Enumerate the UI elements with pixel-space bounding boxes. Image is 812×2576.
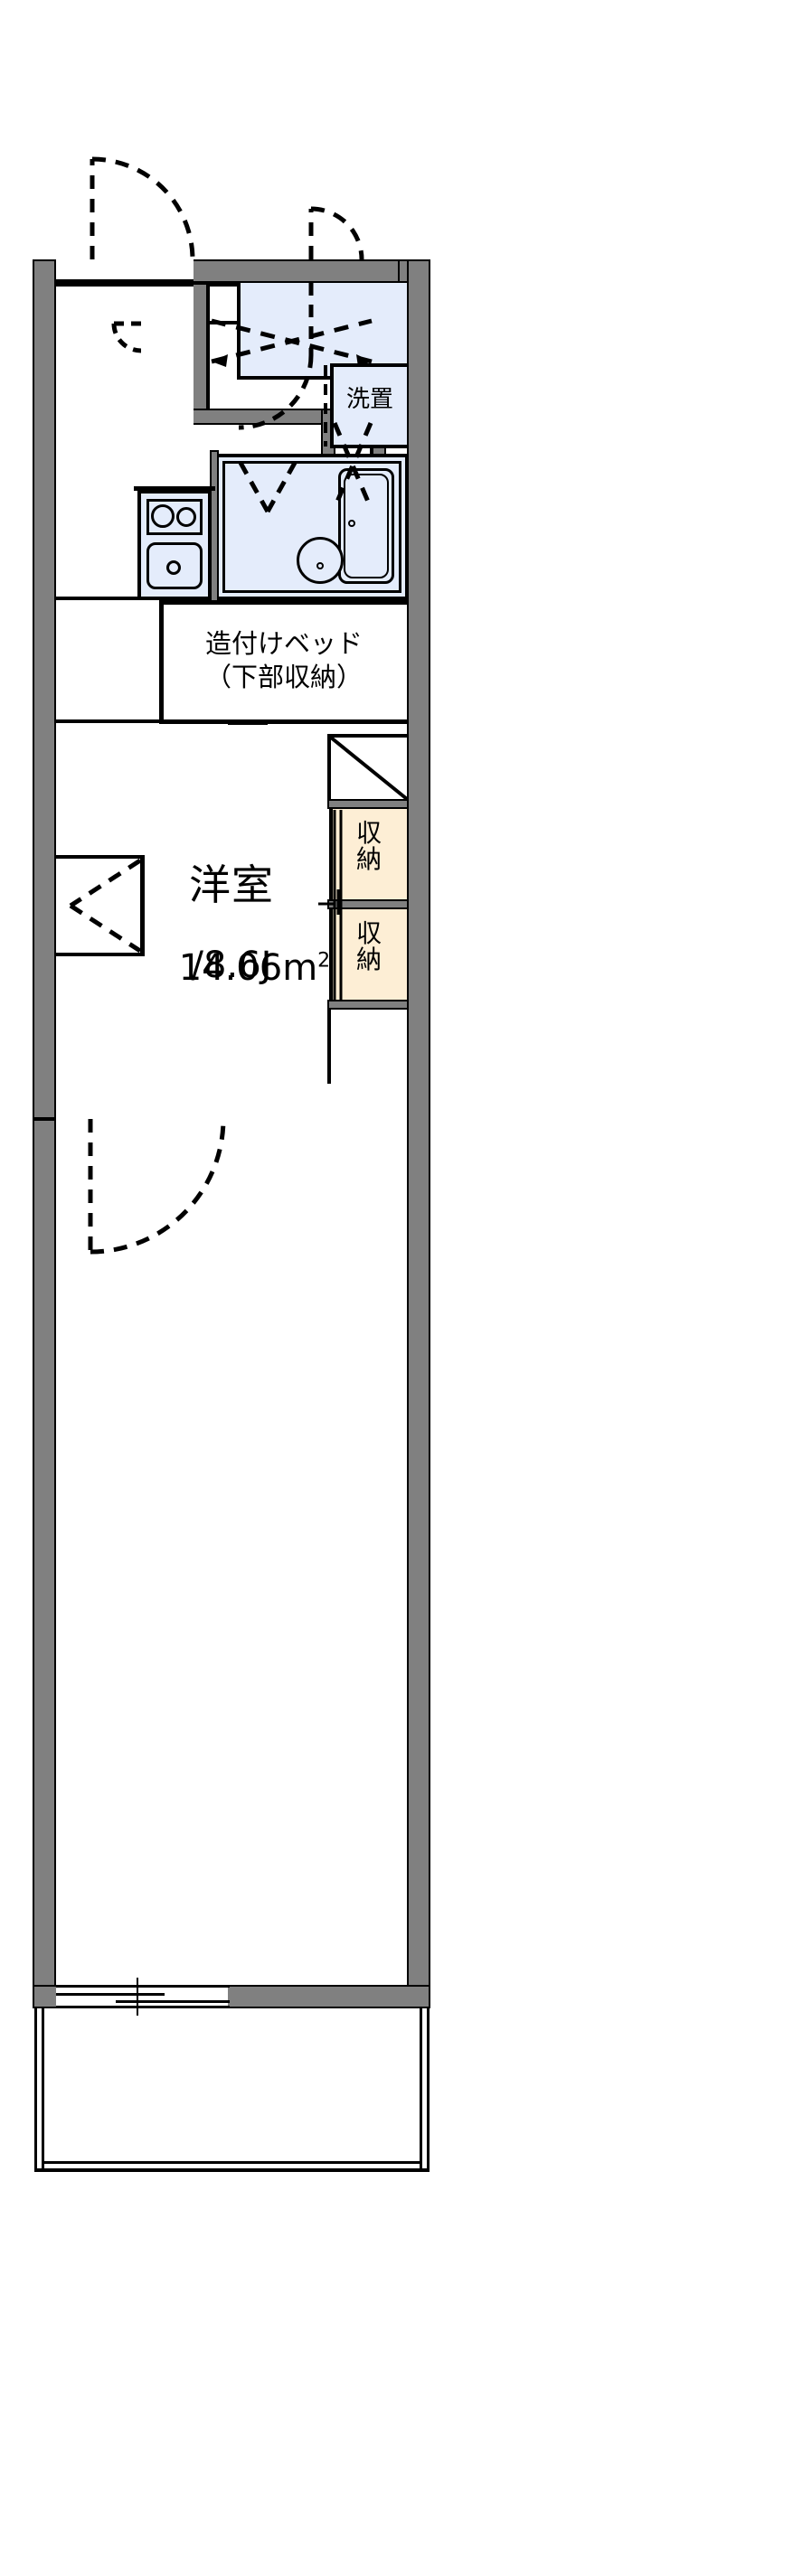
sliding-door-panel-a [56,1993,165,1996]
closet-upper-fill [331,809,407,901]
built-in-bed-label-line2: （下部収納） [204,662,363,692]
laundry-label: 洗置 [345,386,393,413]
genkan-partition-left [192,283,208,420]
exterior-wall-left [33,259,56,1119]
entrance-door-arc [91,156,195,260]
laundry-border-bottom [330,445,409,448]
side-window-bottom [54,953,145,956]
laundry-border-top [330,363,409,367]
main-room-area-jo: /8.6J [191,945,272,986]
side-window-recess [56,857,143,954]
closet-lower-border-left [329,907,333,1003]
entry-alcove-edge [56,279,194,283]
closet-top-border-left [327,734,331,804]
bed-alcove-stub [228,719,268,725]
balcony-front-rail-inner [42,2161,422,2164]
balcony-right-rail-outer [427,2008,430,2171]
laundry-border-left [330,365,334,448]
built-in-bed-border-top [159,600,409,605]
built-in-bed-border-bottom [159,719,409,724]
toilet-door-arc [310,206,364,260]
genkan-partition-bottom [192,409,334,425]
closet-upper-label-char1: 収納 [355,818,382,874]
stove-burner-small [176,507,196,527]
kitchen-sink-drain [166,560,181,575]
bathtub-drain [348,520,355,527]
main-room-area-value: 14.06m [178,946,318,989]
built-in-bed-border-left [159,600,164,723]
sliding-door-frame-bottom [56,2006,230,2008]
built-in-bed-label-line1: 造付けベッド [204,628,363,659]
hallway-edge-top [56,283,194,287]
balcony-sliding-door[interactable] [56,1985,228,2008]
closet-upper-label: 収納 [336,818,401,874]
closet-upper-border-left [329,807,333,903]
toilet-room-border-left [237,283,241,380]
closet-divider-top [327,799,409,809]
closet-top-open-area [329,736,407,801]
closet-lower-label: 収納 [336,918,401,974]
sliding-door-frame-top [56,1985,230,1988]
balcony-left-rail-outer [34,2008,37,2171]
built-in-bed-area [159,602,407,723]
kitchen-counter-outline [137,490,212,600]
sliding-door-center-mark [137,1978,138,2016]
closet-lower-fill [331,909,407,1001]
toilet-room-border-bottom [237,376,409,380]
closet-lower-label-char1: 収納 [355,918,382,974]
main-room-area: 14.06m2 [127,907,336,1029]
side-window-right [140,855,145,956]
exterior-wall-left-lower [33,1119,56,2008]
exterior-wall-right [407,259,430,2008]
sliding-door-panel-b [116,2000,230,2003]
kitchen-left-stub [56,597,139,600]
main-room-name: 洋室 [189,860,274,909]
balcony-left-rail-inner [42,2008,44,2171]
washbasin-drain [316,562,324,569]
closet-top-border [327,734,409,738]
closet-divider-bottom [327,1000,409,1010]
main-room-area-unit-sup: 2 [317,949,331,973]
washbasin-bowl [297,537,344,584]
stove-burner-large [151,504,175,528]
balcony-right-rail-inner [420,2008,422,2171]
main-room-top-divider [56,719,161,723]
closet-divider-middle [327,899,409,909]
closet-below-border-left [327,1010,331,1084]
entry-alcove [56,259,194,283]
kitchen-counter-lip [134,486,215,491]
side-window-top [54,855,145,859]
balcony-front-rail-outer [34,2168,430,2172]
